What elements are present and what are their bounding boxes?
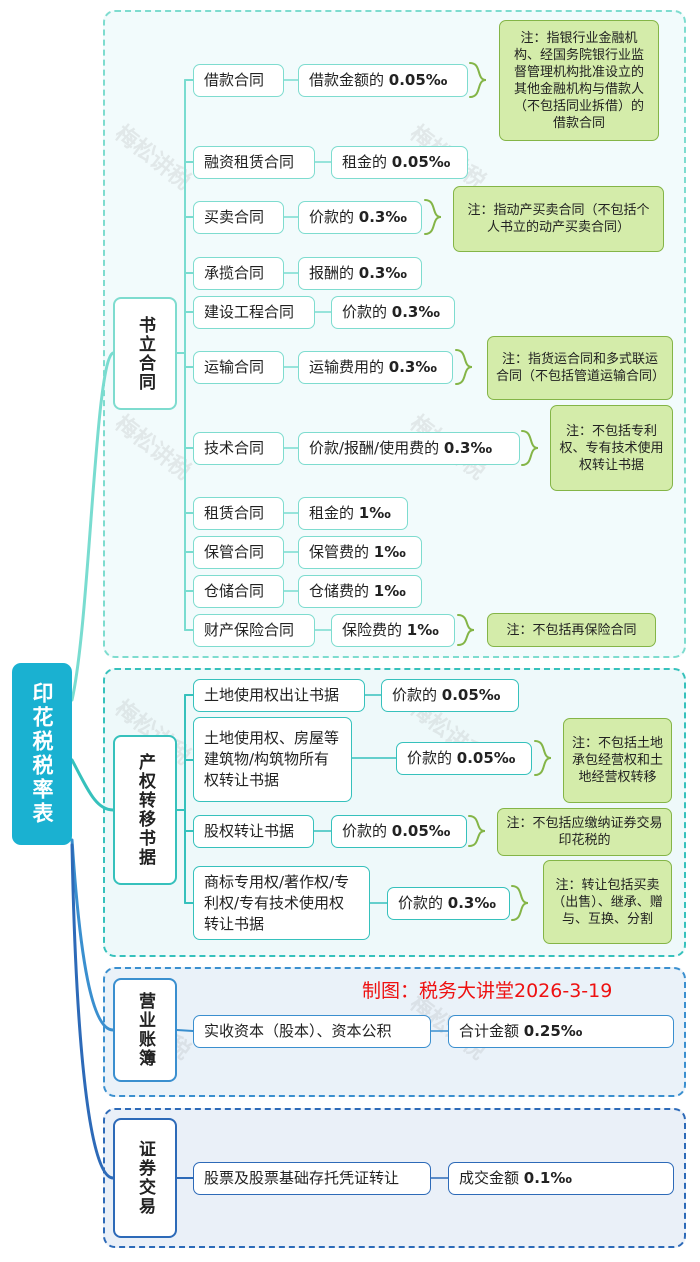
note-bracket [469, 62, 487, 98]
rate-land-building-transfer-deed: 价款的 0.05‰ [396, 742, 532, 775]
rate-transport-contract: 运输费用的 0.3‰ [298, 351, 453, 384]
rate-prefix: 保险费的 [342, 621, 403, 639]
item-transport-contract: 运输合同 [193, 351, 284, 384]
item-sales-contract: 买卖合同 [193, 201, 284, 234]
rate-value: 0.3‰ [358, 208, 407, 226]
item-property-insurance-contract: 财产保险合同 [193, 614, 315, 647]
item-stock-transfer: 股票及股票基础存托凭证转让 [193, 1162, 431, 1195]
root-topic: 印花税税率表 [12, 663, 72, 845]
note-bracket [534, 740, 552, 776]
note-transport-contract: 注：指货运合同和多式联运合同（不包括管道运输合同） [487, 336, 673, 400]
item-technology-contract: 技术合同 [193, 432, 284, 465]
root-connector [70, 758, 115, 812]
rate-value: 0.1‰ [523, 1169, 572, 1187]
item-ip-transfer-deed: 商标专用权/著作权/专利权/专有技术使用权转让书据 [193, 866, 370, 940]
item-processing-contract: 承揽合同 [193, 257, 284, 290]
category-business-books: 营业账簿 [113, 978, 177, 1082]
rate-prefix: 价款的 [309, 208, 355, 226]
note-loan-contract: 注：指银行业金融机构、经国务院银行业监督管理机构批准设立的其他金融机构与借款人（… [499, 20, 659, 141]
item-loan-contract: 借款合同 [193, 64, 284, 97]
rate-prefix: 租金的 [309, 504, 355, 522]
rate-sales-contract: 价款的 0.3‰ [298, 201, 422, 234]
rate-value: 1‰ [373, 543, 406, 561]
category-contracts: 书立合同 [113, 297, 177, 410]
item-construction-contract: 建设工程合同 [193, 296, 315, 329]
item-paid-in-capital: 实收资本（股本）、资本公积 [193, 1015, 431, 1048]
rate-prefix: 报酬的 [309, 264, 355, 282]
rate-equity-transfer-deed: 价款的 0.05‰ [331, 815, 467, 848]
root-connector [70, 838, 115, 1032]
rate-technology-contract: 价款/报酬/使用费的 0.3‰ [298, 432, 520, 465]
item-land-use-grant-deed: 土地使用权出让书据 [193, 679, 365, 712]
rate-prefix: 成交金额 [459, 1169, 520, 1187]
note-bracket [468, 815, 486, 847]
rate-prefix: 保管费的 [309, 543, 370, 561]
item-equity-transfer-deed: 股权转让书据 [193, 815, 314, 848]
item-warehousing-contract: 仓储合同 [193, 575, 284, 608]
rate-value: 0.25‰ [523, 1022, 583, 1040]
rate-value: 1‰ [406, 621, 439, 639]
rate-paid-in-capital: 合计金额 0.25‰ [448, 1015, 674, 1048]
rate-ip-transfer-deed: 价款的 0.3‰ [387, 887, 510, 920]
rate-prefix: 价款的 [398, 894, 444, 912]
rate-value: 0.05‰ [388, 71, 448, 89]
note-land-building-transfer-deed: 注：不包括土地承包经营权和土地经营权转移 [563, 718, 672, 803]
note-ip-transfer-deed: 注：转让包括买卖（出售）、继承、赠与、互换、分割 [543, 860, 672, 944]
branch-connector [176, 1029, 194, 1032]
rate-prefix: 价款的 [392, 686, 438, 704]
rate-construction-contract: 价款的 0.3‰ [331, 296, 455, 329]
rate-value: 0.3‰ [443, 439, 493, 457]
rate-lease-contract: 租金的 1‰ [298, 497, 408, 530]
rate-prefix: 价款的 [342, 822, 388, 840]
rate-prefix: 价款的 [342, 303, 388, 321]
note-equity-transfer-deed: 注：不包括应缴纳证券交易印花税的 [497, 808, 672, 856]
rate-stock-transfer: 成交金额 0.1‰ [448, 1162, 674, 1195]
note-bracket [424, 199, 442, 235]
rate-custody-contract: 保管费的 1‰ [298, 536, 422, 569]
note-bracket [457, 614, 475, 646]
rate-value: 0.3‰ [388, 358, 437, 376]
note-bracket [511, 885, 529, 921]
root-connector [70, 843, 115, 1180]
rate-value: 0.05‰ [441, 686, 501, 704]
rate-loan-contract: 借款金额的 0.05‰ [298, 64, 468, 97]
item-custody-contract: 保管合同 [193, 536, 284, 569]
rate-value: 0.3‰ [391, 303, 440, 321]
note-bracket [521, 430, 539, 466]
rate-value: 0.3‰ [358, 264, 407, 282]
rate-prefix: 仓储费的 [309, 582, 370, 600]
credit-text: 制图：税务大讲堂2026-3-19 [362, 980, 613, 1002]
rate-prefix: 合计金额 [459, 1022, 520, 1040]
rate-property-insurance-contract: 保险费的 1‰ [331, 614, 455, 647]
rate-value: 1‰ [373, 582, 406, 600]
rate-value: 0.3‰ [447, 894, 496, 912]
rate-prefix: 租金的 [342, 153, 388, 171]
rate-financing-lease-contract: 租金的 0.05‰ [331, 146, 468, 179]
rate-prefix: 价款的 [407, 749, 453, 767]
root-connector [70, 351, 115, 702]
item-lease-contract: 租赁合同 [193, 497, 284, 530]
category-securities: 证券交易 [113, 1118, 177, 1238]
note-sales-contract: 注：指动产买卖合同（不包括个人书立的动产买卖合同） [453, 186, 664, 252]
rate-prefix: 价款/报酬/使用费的 [309, 439, 440, 457]
rate-value: 0.05‰ [456, 749, 516, 767]
rate-warehousing-contract: 仓储费的 1‰ [298, 575, 422, 608]
note-property-insurance-contract: 注：不包括再保险合同 [487, 613, 656, 647]
note-technology-contract: 注：不包括专利权、专有技术使用权转让书据 [550, 405, 673, 491]
item-land-building-transfer-deed: 土地使用权、房屋等建筑物/构筑物所有权转让书据 [193, 717, 352, 802]
rate-prefix: 运输费用的 [309, 358, 385, 376]
rate-value: 0.05‰ [391, 822, 451, 840]
rate-land-use-grant-deed: 价款的 0.05‰ [381, 679, 519, 712]
rate-processing-contract: 报酬的 0.3‰ [298, 257, 422, 290]
note-bracket [455, 349, 473, 385]
rate-prefix: 借款金额的 [309, 71, 385, 89]
rate-value: 1‰ [358, 504, 391, 522]
category-property-transfer: 产权转移书据 [113, 735, 177, 885]
rate-value: 0.05‰ [391, 153, 451, 171]
item-financing-lease-contract: 融资租赁合同 [193, 146, 315, 179]
